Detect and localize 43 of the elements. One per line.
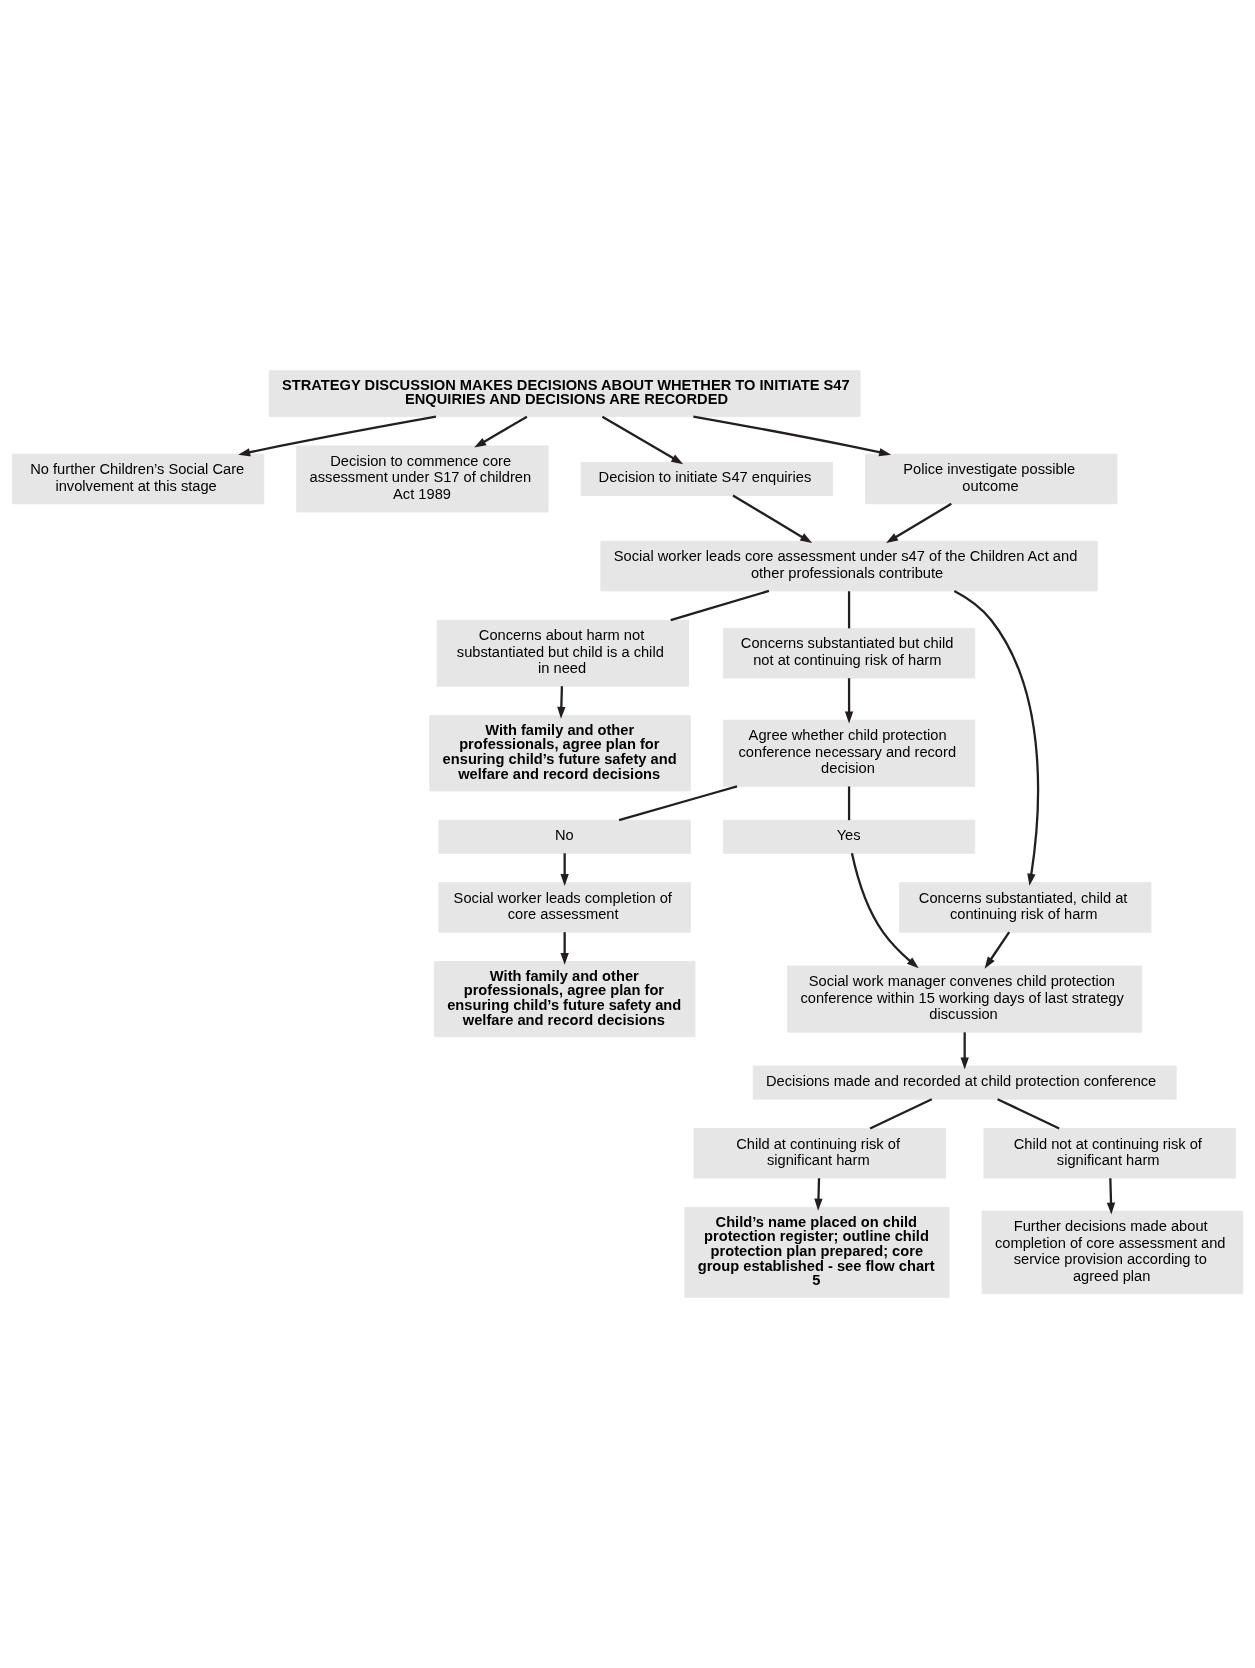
arrow — [953, 589, 1040, 886]
arrow — [693, 415, 892, 457]
node-box: Decision to initiate S47 enquiries — [580, 461, 833, 496]
node-box: Child’s name placed on child protection register; outline child protection plan prepared; core group established - see flow chart 5 — [684, 1206, 950, 1298]
node-box: Social work manager convenes child protection conference within 15 working days of last strategy discussion — [787, 965, 1143, 1033]
node-box: STRATEGY DISCUSSION MAKES DECISIONS ABOUT WHETHER TO INITIATE S47 ENQUIRIES AND DECISIONS ARE RECORDED — [268, 370, 861, 417]
node-box: No — [438, 819, 691, 854]
connector — [847, 591, 851, 629]
arrow — [560, 853, 569, 886]
node-box: Concerns about harm not substantiated but child is a child in need — [436, 619, 689, 687]
arrow — [474, 415, 528, 448]
arrow — [732, 494, 813, 544]
node-box: Concerns substantiated, child at continuing risk of harm — [899, 882, 1152, 933]
arrow — [850, 853, 919, 969]
arrow — [601, 415, 684, 465]
node-box: With family and other professionals, agree plan for ensuring child’s future safety and welfare and record decisions — [429, 715, 691, 792]
connector — [997, 1098, 1060, 1130]
connector — [847, 786, 851, 821]
node-box: Agree whether child protection conference necessary and record decision — [722, 719, 976, 787]
node-box: Further decisions made about completion of core assessment and service provision according to agreed plan — [981, 1210, 1244, 1295]
arrow — [557, 686, 566, 719]
node-box: Yes — [722, 819, 976, 854]
arrow — [814, 1178, 823, 1211]
node-box: Social worker leads core assessment under s47 of the Children Act and other professionals contribute — [600, 540, 1098, 592]
arrow — [560, 932, 569, 965]
connector — [618, 785, 738, 822]
arrow — [960, 1032, 969, 1070]
connector — [670, 589, 770, 622]
node-box: Child not at continuing risk of significant harm — [983, 1128, 1236, 1179]
arrow — [238, 415, 437, 457]
node-box: Decisions made and recorded at child protection conference — [752, 1065, 1177, 1100]
arrow — [984, 931, 1011, 969]
arrow — [886, 502, 952, 543]
connector — [869, 1098, 933, 1130]
node-box: Police investigate possible outcome — [865, 453, 1118, 505]
node-box: Concerns substantiated but child not at continuing risk of harm — [722, 628, 976, 679]
node-box: No further Children’s Social Care involvement at this stage — [11, 453, 265, 505]
node-box: Child at continuing risk of significant harm — [693, 1128, 946, 1179]
arrow — [1106, 1178, 1116, 1215]
node-box: Decision to commence core assessment under S17 of children Act 1989 — [296, 445, 549, 513]
arrow — [844, 678, 854, 724]
node-box: With family and other professionals, agree plan for ensuring child’s future safety and welfare and record decisions — [433, 961, 696, 1038]
node-box: Social worker leads completion of core assessment — [438, 882, 691, 933]
